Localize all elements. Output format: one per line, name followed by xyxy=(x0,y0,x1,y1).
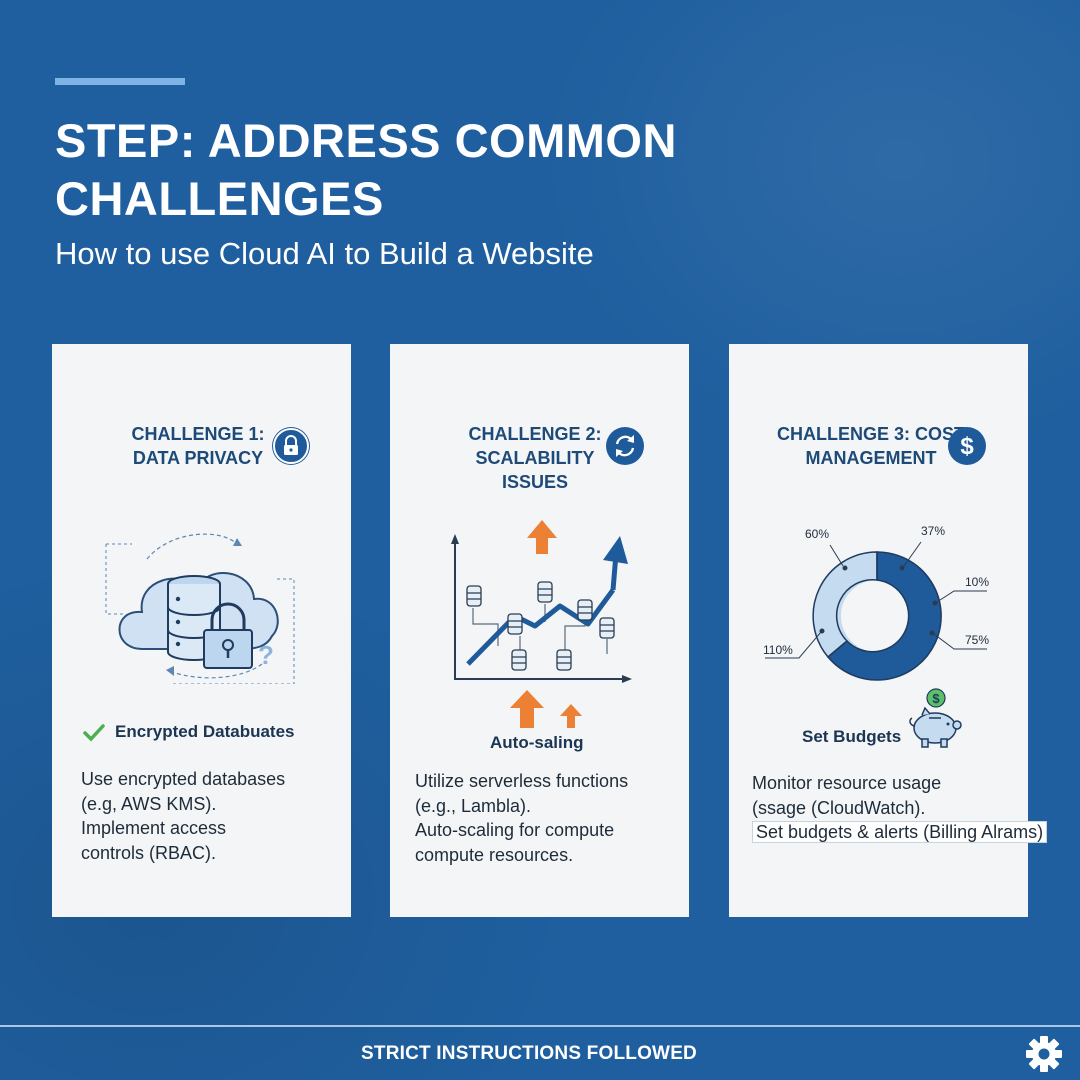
lock-icon xyxy=(272,427,310,465)
donut-segment-major xyxy=(826,551,942,681)
checkmark-icon xyxy=(83,724,105,742)
challenge-card-data-privacy: CHALLENGE 1: DATA PRIVACY ? xyxy=(52,344,351,917)
donut-label: 60% xyxy=(805,527,829,541)
svg-text:$: $ xyxy=(960,433,974,460)
description-line: (ssage (CloudWatch). xyxy=(752,797,926,818)
description-line: Use encrypted databases xyxy=(81,769,286,789)
footer-text: STRICT INSTRUCTIONS FOLLOWED xyxy=(361,1043,697,1064)
cloud-database-lock-illustration: ? xyxy=(105,533,295,684)
feature-label: Auto-saling xyxy=(490,733,584,752)
accent-bar xyxy=(55,78,185,85)
card-description: Use encrypted databases (e.g, AWS KMS). … xyxy=(81,767,285,865)
page-title-line-2: CHALLENGES xyxy=(55,172,384,225)
card-title-line: ISSUES xyxy=(501,472,569,492)
card-title-line: CHALLENGE 1: xyxy=(131,424,265,444)
scaling-growth-chart-illustration xyxy=(451,520,632,728)
challenge-card-cost-management: CHALLENGE 3: COST MANAGEMENT $ 60% 37% 1… xyxy=(729,344,1048,917)
donut-label: 10% xyxy=(965,575,989,589)
donut-label: 37% xyxy=(921,524,945,538)
challenge-card-scalability: CHALLENGE 2: SCALABILITY ISSUES xyxy=(390,344,689,917)
donut-label: 110% xyxy=(763,643,793,657)
card-description: Utilize serverless functions (e.g., Lamb… xyxy=(415,769,628,867)
footer-divider xyxy=(0,1025,1080,1027)
page-title: STEP: ADDRESS COMMON CHALLENGES xyxy=(55,112,815,228)
page-subtitle: How to use Cloud AI to Build a Website xyxy=(55,236,594,271)
svg-text:$: $ xyxy=(932,691,940,706)
donut-segment-minor xyxy=(812,551,878,659)
card-title: CHALLENGE 3: COST MANAGEMENT xyxy=(752,422,990,470)
feature-label: Encrypted Databuates xyxy=(115,722,295,741)
description-line: Utilize serverless functions xyxy=(415,771,629,791)
card-title-line: SCALABILITY xyxy=(475,448,595,468)
dollar-icon: $ xyxy=(948,427,986,465)
description-line: Implement access xyxy=(81,818,227,838)
donut-label: 75% xyxy=(965,633,989,647)
card-description: Monitor resource usage (ssage (CloudWatc… xyxy=(752,771,1048,845)
description-line: compute resources. xyxy=(415,844,574,865)
page-title-line-1: STEP: ADDRESS COMMON xyxy=(55,114,677,167)
piggy-bank-icon: $ xyxy=(909,688,962,748)
description-line: Set budgets & alerts (Billing Alrams) xyxy=(752,821,1048,843)
card-title-line: DATA PRIVACY xyxy=(132,448,264,468)
svg-text:?: ? xyxy=(258,640,274,670)
refresh-icon xyxy=(606,427,644,465)
gear-icon[interactable] xyxy=(1024,1034,1064,1074)
card-title-line: MANAGEMENT xyxy=(805,448,937,468)
description-line: controls (RBAC). xyxy=(81,842,217,863)
description-line: Monitor resource usage xyxy=(752,773,942,793)
card-title: CHALLENGE 2: SCALABILITY ISSUES xyxy=(460,422,610,494)
description-line: (e.g., Lambla). xyxy=(415,795,532,816)
feature-label: Set Budgets xyxy=(802,727,902,746)
card-title: CHALLENGE 1: DATA PRIVACY xyxy=(118,422,278,470)
card-title-line: CHALLENGE 2: xyxy=(468,424,602,444)
cost-donut-chart: 60% 37% 10% 75% 110% xyxy=(763,524,989,681)
description-line: Auto-scaling for compute xyxy=(415,820,615,840)
description-line: (e.g, AWS KMS). xyxy=(81,793,217,814)
card-title-line: CHALLENGE 3: COST xyxy=(776,424,965,444)
